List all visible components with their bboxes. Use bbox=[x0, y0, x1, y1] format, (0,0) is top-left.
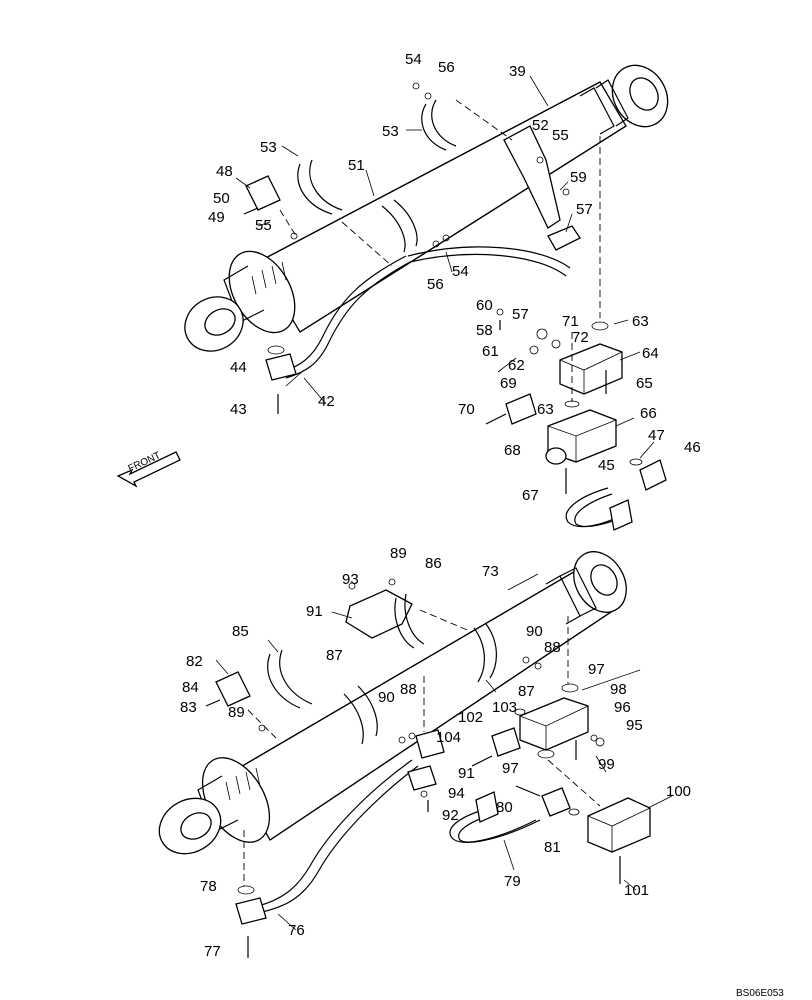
part-label: 103 bbox=[492, 699, 517, 716]
part-label: 98 bbox=[610, 681, 627, 698]
part-label: 56 bbox=[438, 59, 455, 76]
part-label: 46 bbox=[684, 439, 701, 456]
part-label: 83 bbox=[180, 699, 197, 716]
part-label: 56 bbox=[427, 276, 444, 293]
part-label: 97 bbox=[502, 760, 519, 777]
part-label: 63 bbox=[537, 401, 554, 418]
part-label: 94 bbox=[448, 785, 465, 802]
part-label: 90 bbox=[526, 623, 543, 640]
front-arrow: FRONT bbox=[116, 450, 181, 488]
part-label: 87 bbox=[326, 647, 343, 664]
cylinder-39-assembly bbox=[184, 64, 669, 531]
part-label: 54 bbox=[452, 263, 469, 280]
part-label: 52 bbox=[532, 117, 549, 134]
part-label: 95 bbox=[626, 717, 643, 734]
part-label: 77 bbox=[204, 943, 221, 960]
part-label: 47 bbox=[648, 427, 665, 444]
part-label: 93 bbox=[342, 571, 359, 588]
part-label: 97 bbox=[588, 661, 605, 678]
part-label: 85 bbox=[232, 623, 249, 640]
part-label: 59 bbox=[570, 169, 587, 186]
part-label: 96 bbox=[614, 699, 631, 716]
part-label: 42 bbox=[318, 393, 335, 410]
part-label: 44 bbox=[230, 359, 247, 376]
part-label: 89 bbox=[228, 704, 245, 721]
part-label: 66 bbox=[640, 405, 657, 422]
part-labels: 54 56 39 53 52 55 53 51 48 50 49 55 59 5… bbox=[180, 51, 701, 960]
part-label: 58 bbox=[476, 322, 493, 339]
part-label: 62 bbox=[508, 357, 525, 374]
part-label: 81 bbox=[544, 839, 561, 856]
part-label: 51 bbox=[348, 157, 365, 174]
part-label: 72 bbox=[572, 329, 589, 346]
part-label: 88 bbox=[400, 681, 417, 698]
part-label: 79 bbox=[504, 873, 521, 890]
part-label: 102 bbox=[458, 709, 483, 726]
part-label: 55 bbox=[552, 127, 569, 144]
part-label: 91 bbox=[306, 603, 323, 620]
part-label: 53 bbox=[260, 139, 277, 156]
part-label: 73 bbox=[482, 563, 499, 580]
part-label: 68 bbox=[504, 442, 521, 459]
part-label: 86 bbox=[425, 555, 442, 572]
part-label: 39 bbox=[509, 63, 526, 80]
part-label: 49 bbox=[208, 209, 225, 226]
part-label: 57 bbox=[576, 201, 593, 218]
part-label: 89 bbox=[390, 545, 407, 562]
part-label: 101 bbox=[624, 882, 649, 899]
part-label: 54 bbox=[405, 51, 422, 68]
leader-lines bbox=[215, 75, 673, 931]
part-label: 90 bbox=[378, 689, 395, 706]
part-label: 60 bbox=[476, 297, 493, 314]
part-label: 70 bbox=[458, 401, 475, 418]
part-label: 88 bbox=[544, 639, 561, 656]
part-label: 80 bbox=[496, 799, 513, 816]
part-label: 82 bbox=[186, 653, 203, 670]
part-label: 87 bbox=[518, 683, 535, 700]
part-label: 53 bbox=[382, 123, 399, 140]
part-label: 91 bbox=[458, 765, 475, 782]
drawing-code: BS06E053 bbox=[736, 988, 784, 999]
part-label: 55 bbox=[255, 217, 272, 234]
part-label: 78 bbox=[200, 878, 217, 895]
part-label: 67 bbox=[522, 487, 539, 504]
part-label: 45 bbox=[598, 457, 615, 474]
part-label: 57 bbox=[512, 306, 529, 323]
part-label: 92 bbox=[442, 807, 459, 824]
part-label: 64 bbox=[642, 345, 659, 362]
part-label: 84 bbox=[182, 679, 199, 696]
part-label: 99 bbox=[598, 756, 615, 773]
part-label: 100 bbox=[666, 783, 691, 800]
part-label: 50 bbox=[213, 190, 230, 207]
part-label: 69 bbox=[500, 375, 517, 392]
part-label: 61 bbox=[482, 343, 499, 360]
part-label: 71 bbox=[562, 313, 579, 330]
part-label: 76 bbox=[288, 922, 305, 939]
part-label: 65 bbox=[636, 375, 653, 392]
part-label: 104 bbox=[436, 729, 461, 746]
part-label: 48 bbox=[216, 163, 233, 180]
part-label: 43 bbox=[230, 401, 247, 418]
cylinder-73-assembly bbox=[158, 551, 651, 958]
part-label: 63 bbox=[632, 313, 649, 330]
